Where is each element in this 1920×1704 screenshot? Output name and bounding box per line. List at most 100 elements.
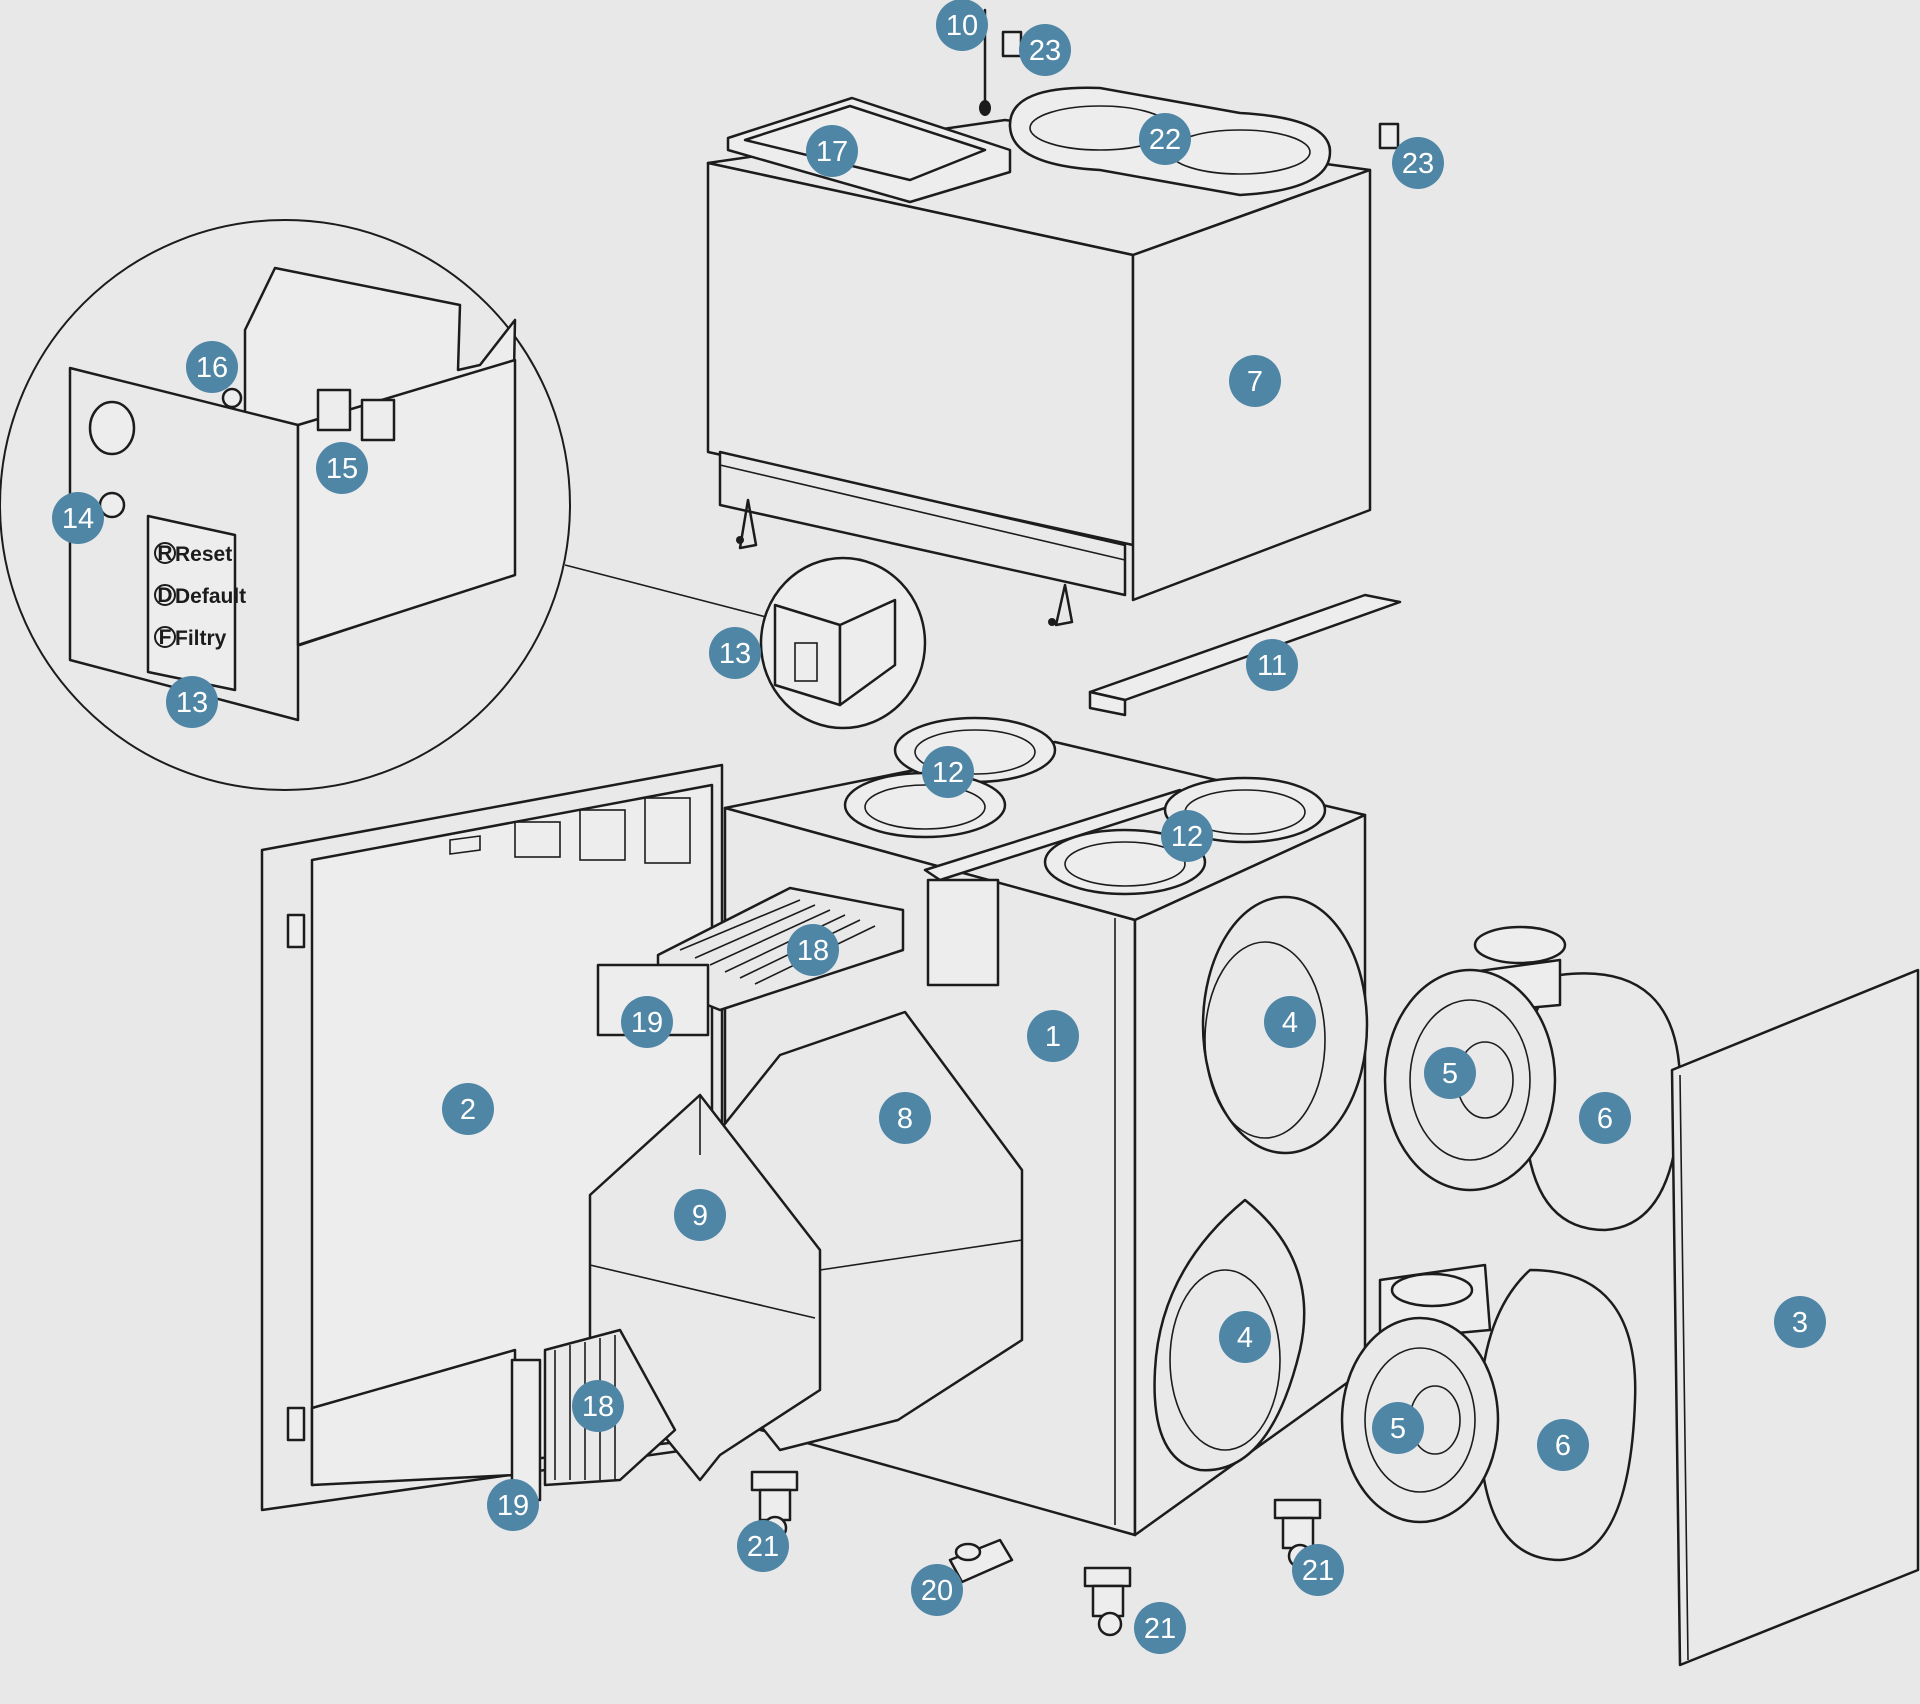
callout-19: 19: [487, 1479, 539, 1531]
callout-number: 13: [719, 638, 751, 670]
callout-19: 19: [621, 996, 673, 1048]
callout-number: 5: [1442, 1058, 1458, 1090]
callout-number: 15: [326, 453, 358, 485]
callout-number: 4: [1237, 1322, 1253, 1354]
callout-21: 21: [1292, 1544, 1344, 1596]
callout-18: 18: [787, 924, 839, 976]
callout-number: 6: [1597, 1103, 1613, 1135]
callout-number: 21: [747, 1531, 779, 1563]
callout-badge: [1134, 1602, 1186, 1654]
callout-badge: [166, 676, 218, 728]
callout-badge: [911, 1564, 963, 1616]
callout-18: 18: [572, 1380, 624, 1432]
callout-badge: [674, 1189, 726, 1241]
callout-badge: [1774, 1296, 1826, 1348]
callout-number: 16: [196, 352, 228, 384]
callout-badge: [787, 924, 839, 976]
callout-badge: [442, 1083, 494, 1135]
callout-1: 1: [1027, 1010, 1079, 1062]
callout-number: 8: [897, 1103, 913, 1135]
callout-number: 9: [692, 1200, 708, 1232]
callout-number: 13: [176, 687, 208, 719]
callout-badge: [879, 1092, 931, 1144]
callout-5: 5: [1424, 1047, 1476, 1099]
callout-badge: [1019, 24, 1071, 76]
callout-10: 10: [936, 0, 988, 51]
callout-badge: [1392, 137, 1444, 189]
callout-20: 20: [911, 1564, 963, 1616]
callout-badge: [52, 492, 104, 544]
callout-badge: [1579, 1092, 1631, 1144]
callout-badge: [922, 746, 974, 798]
fans: [1340, 925, 1682, 1562]
callout-number: 5: [1390, 1413, 1406, 1445]
callout-15: 15: [316, 442, 368, 494]
callout-badge: [1027, 1010, 1079, 1062]
callout-6: 6: [1537, 1419, 1589, 1471]
callout-13: 13: [709, 627, 761, 679]
reset-label: Reset: [175, 543, 232, 566]
callout-layer: 1234455667891011121213131415161718181919…: [52, 0, 1826, 1654]
callout-number: 21: [1144, 1613, 1176, 1645]
filter-letter: F: [159, 626, 172, 649]
callout-number: 20: [921, 1575, 953, 1607]
callout-badge: [1161, 810, 1213, 862]
callout-number: 3: [1792, 1307, 1808, 1339]
callout-number: 18: [797, 935, 829, 967]
callout-number: 7: [1247, 366, 1263, 398]
callout-badge: [316, 442, 368, 494]
callout-number: 14: [62, 503, 94, 535]
callout-badge: [1372, 1402, 1424, 1454]
callout-2: 2: [442, 1083, 494, 1135]
callout-8: 8: [879, 1092, 931, 1144]
top-cover: [706, 8, 1400, 627]
callout-number: 11: [1257, 650, 1287, 682]
callout-14: 14: [52, 492, 104, 544]
callout-6: 6: [1579, 1092, 1631, 1144]
callout-number: 23: [1402, 148, 1434, 180]
callout-number: 4: [1282, 1007, 1298, 1039]
panel-strip: [1088, 593, 1402, 717]
callout-number: 19: [497, 1490, 529, 1522]
callout-badge: [1139, 113, 1191, 165]
callout-badge: [572, 1380, 624, 1432]
callout-4: 4: [1264, 996, 1316, 1048]
callout-9: 9: [674, 1189, 726, 1241]
callout-badge: [1292, 1544, 1344, 1596]
callout-17: 17: [806, 125, 858, 177]
callout-11: 11: [1246, 639, 1298, 691]
inset-leader-line: [564, 564, 771, 619]
callout-number: 21: [1302, 1555, 1334, 1587]
callout-number: 23: [1029, 35, 1061, 67]
callout-badge: [806, 125, 858, 177]
callout-badge: [1246, 639, 1298, 691]
default-label: Default: [175, 585, 246, 608]
callout-3: 3: [1774, 1296, 1826, 1348]
callout-21: 21: [737, 1520, 789, 1572]
callout-number: 6: [1555, 1430, 1571, 1462]
callout-13: 13: [166, 676, 218, 728]
callout-badge: [936, 0, 988, 51]
callout-23: 23: [1019, 24, 1071, 76]
reset-letter: R: [157, 542, 172, 565]
filter-label: Filtry: [175, 627, 227, 650]
callout-number: 12: [1171, 821, 1203, 853]
callout-21: 21: [1134, 1602, 1186, 1654]
callout-4: 4: [1219, 1311, 1271, 1363]
callout-badge: [709, 627, 761, 679]
callout-number: 12: [932, 757, 964, 789]
callout-badge: [737, 1520, 789, 1572]
default-letter: D: [157, 584, 172, 607]
callout-badge: [1219, 1311, 1271, 1363]
callout-badge: [621, 996, 673, 1048]
callout-number: 17: [816, 136, 848, 168]
control-module-small: [759, 556, 927, 730]
callout-badge: [186, 341, 238, 393]
callout-badge: [1264, 996, 1316, 1048]
callout-badge: [1424, 1047, 1476, 1099]
callout-number: 18: [582, 1391, 614, 1423]
callout-12: 12: [922, 746, 974, 798]
callout-badge: [1537, 1419, 1589, 1471]
